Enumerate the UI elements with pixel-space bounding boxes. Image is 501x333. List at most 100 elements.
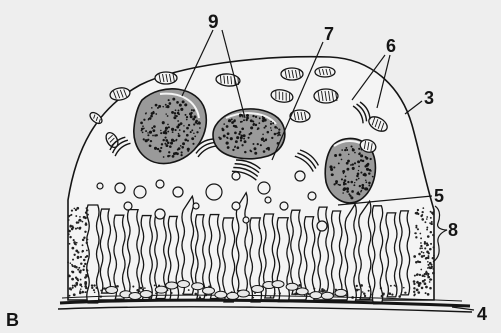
- stipple-dot: [426, 274, 428, 276]
- stipple-dot: [430, 243, 432, 245]
- chromatin-dot: [167, 155, 170, 158]
- chromatin-dot: [262, 134, 264, 136]
- stipple-dot: [426, 229, 428, 231]
- chromatin-dot: [278, 132, 280, 134]
- chromatin-dot: [193, 132, 195, 134]
- stipple-dot: [419, 282, 422, 285]
- chromatin-dot: [191, 129, 193, 131]
- label-3: 3: [424, 88, 434, 108]
- chromatin-dot: [154, 134, 156, 136]
- chromatin-dot: [177, 149, 179, 151]
- stipple-dot: [87, 214, 89, 216]
- chromatin-dot: [185, 114, 187, 116]
- chromatin-dot: [168, 126, 170, 128]
- stipple-dot: [76, 278, 78, 280]
- chromatin-dot: [191, 109, 193, 111]
- chromatin-dot: [164, 143, 166, 145]
- chromatin-dot: [330, 168, 333, 171]
- chromatin-dot: [345, 147, 347, 149]
- stipple-dot: [364, 295, 366, 297]
- chromatin-dot: [278, 134, 280, 136]
- stipple-dot: [415, 236, 417, 238]
- chromatin-dot: [342, 192, 344, 194]
- chromatin-dot: [262, 137, 264, 139]
- chain-vesicle: [192, 283, 204, 290]
- stipple-dot: [75, 209, 77, 211]
- stipple-dot: [81, 251, 83, 253]
- stipple-dot: [422, 275, 424, 277]
- chromatin-dot: [258, 122, 260, 124]
- chromatin-dot: [341, 159, 343, 161]
- chromatin-dot: [180, 145, 182, 147]
- chromatin-dot: [243, 119, 245, 121]
- chromatin-dot: [154, 147, 157, 150]
- chromatin-dot: [234, 132, 237, 135]
- stipple-dot: [415, 261, 417, 263]
- chain-vesicle: [296, 288, 308, 295]
- chromatin-dot: [346, 149, 348, 151]
- stipple-dot: [74, 284, 76, 286]
- stipple-dot: [252, 297, 254, 299]
- stipple-dot: [71, 278, 74, 281]
- mitochondrion: [281, 68, 303, 80]
- chromatin-dot: [354, 152, 356, 154]
- chromatin-dot: [347, 181, 349, 183]
- chromatin-dot: [364, 165, 366, 167]
- stipple-dot: [321, 288, 324, 291]
- stipple-dot: [73, 254, 75, 256]
- chromatin-dot: [357, 160, 360, 163]
- chromatin-dot: [192, 143, 194, 145]
- stipple-dot: [155, 292, 157, 294]
- stipple-dot: [369, 286, 371, 288]
- chromatin-dot: [334, 154, 337, 157]
- stipple-dot: [81, 286, 83, 288]
- chromatin-dot: [176, 101, 179, 104]
- chromatin-dot: [240, 139, 242, 141]
- chain-vesicle: [310, 292, 322, 299]
- stipple-dot: [398, 295, 401, 298]
- stipple-dot: [429, 281, 431, 283]
- stipple-dot: [95, 287, 97, 289]
- chromatin-dot: [246, 114, 249, 117]
- chromatin-dot: [145, 139, 148, 142]
- stipple-dot: [79, 292, 82, 295]
- chromatin-dot: [147, 132, 148, 133]
- chromatin-dot: [165, 132, 168, 135]
- vesicle: [156, 180, 164, 188]
- chromatin-dot: [246, 117, 249, 120]
- chromatin-dot: [352, 163, 354, 165]
- stipple-dot: [140, 287, 143, 290]
- stipple-dot: [75, 228, 77, 230]
- stipple-dot: [132, 285, 134, 287]
- stipple-dot: [420, 245, 422, 247]
- chromatin-dot: [360, 159, 362, 161]
- chromatin-dot: [236, 146, 239, 149]
- chromatin-dot: [176, 139, 178, 141]
- stipple-dot: [188, 289, 190, 291]
- chromatin-dot: [344, 149, 346, 151]
- chromatin-dot: [149, 145, 151, 147]
- chromatin-dot: [243, 138, 245, 140]
- chromatin-dot: [350, 164, 352, 166]
- stipple-dot: [433, 255, 435, 257]
- stipple-dot: [417, 291, 420, 294]
- stipple-dot: [420, 237, 422, 239]
- chain-vesicle: [237, 290, 249, 297]
- chromatin-dot: [362, 160, 364, 162]
- chromatin-dot: [219, 137, 222, 140]
- stipple-dot: [79, 216, 81, 218]
- chromatin-dot: [361, 186, 364, 189]
- infolding: [332, 211, 342, 295]
- label-4: 4: [477, 304, 487, 324]
- stipple-dot: [428, 255, 430, 257]
- chain-vesicle: [140, 291, 152, 298]
- stipple-dot: [73, 293, 76, 296]
- chromatin-dot: [181, 146, 184, 149]
- chain-vesicle: [215, 291, 227, 298]
- chromatin-dot: [186, 116, 188, 118]
- chromatin-dot: [234, 146, 236, 148]
- chromatin-dot: [343, 173, 344, 174]
- chromatin-dot: [190, 115, 193, 118]
- stipple-dot: [427, 264, 429, 266]
